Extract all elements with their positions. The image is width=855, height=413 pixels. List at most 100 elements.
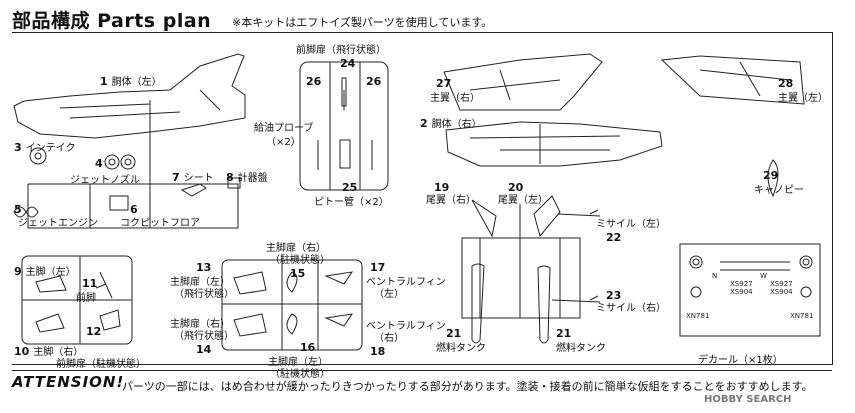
wing-left-drawing bbox=[660, 55, 805, 105]
part-label-p21b: 21 bbox=[556, 322, 571, 341]
part-label-p14: 14 bbox=[196, 338, 211, 357]
part-label-p24: 24 bbox=[340, 52, 355, 71]
part-number: 9 bbox=[14, 265, 22, 278]
part-number: 25 bbox=[342, 181, 358, 194]
part-label-p22: 22 bbox=[606, 226, 621, 245]
tail-right-drawing bbox=[471, 199, 497, 238]
part-name: ミサイル（左） bbox=[596, 219, 666, 230]
part-name: 計器盤 bbox=[237, 173, 268, 184]
part-name: 主脚（右） bbox=[33, 347, 84, 358]
main-gear-left-drawing bbox=[35, 275, 67, 293]
part-name: 燃料タンク bbox=[556, 343, 606, 354]
part-name: ピトー管（×2） bbox=[314, 197, 389, 208]
part-label-mdoor_top2: （駐機状態） bbox=[270, 248, 330, 267]
part-number: 20 bbox=[508, 181, 524, 194]
part-number: 29 bbox=[763, 169, 779, 182]
fuselage-left-drawing bbox=[13, 53, 246, 139]
decal-text-8: W bbox=[760, 272, 767, 280]
part-label-p29: 29 bbox=[763, 164, 778, 183]
part-name: 胴体（左） bbox=[111, 77, 162, 88]
part-name: ジェットエンジン bbox=[18, 218, 98, 229]
part-label-mdoor_r: 主脚扉（右） bbox=[170, 312, 230, 331]
sprue-missiles bbox=[461, 204, 581, 319]
part-label-mdoor_top: 主脚扉（右） bbox=[266, 236, 326, 255]
part-label-p12: 12 bbox=[86, 320, 101, 339]
part-label-p17c: （左） bbox=[374, 282, 404, 301]
part-name: コクピットフロア bbox=[120, 218, 200, 229]
part-name: （右） bbox=[374, 333, 404, 344]
part-number: 27 bbox=[436, 77, 452, 90]
part-number: 4 bbox=[95, 157, 103, 170]
part-label-p12b: 前脚扉（駐機状態） bbox=[56, 352, 146, 371]
gear-door-13-drawing bbox=[233, 271, 267, 295]
part-label-p17: 17 bbox=[370, 256, 385, 275]
seat-drawing bbox=[180, 183, 207, 197]
part-name: 給油プローブ bbox=[254, 123, 314, 134]
part-name: （飛行状態） bbox=[174, 331, 234, 342]
part-label-p25: 25 bbox=[342, 176, 357, 195]
part-label-p17b: ベントラルフィン bbox=[366, 270, 446, 289]
attention-title: ATTENSION! bbox=[12, 373, 125, 391]
fuselage-right-drawing bbox=[445, 121, 663, 167]
part-number: 19 bbox=[434, 181, 450, 194]
part-label-p13: 13 bbox=[196, 256, 211, 275]
part-label-probe2: （×2） bbox=[266, 130, 301, 149]
part-number: 14 bbox=[196, 343, 212, 356]
part-label-p13c: （飛行状態） bbox=[174, 282, 234, 301]
part-label-p19: 19 bbox=[434, 176, 449, 195]
part-name: ベントラルフィン bbox=[366, 321, 446, 332]
missile-left-drawing bbox=[557, 209, 601, 217]
part-label-p28b: 主翼（左） bbox=[778, 86, 828, 105]
part-number: 8 bbox=[226, 171, 234, 184]
decal-text-1: XS927 bbox=[730, 280, 753, 288]
part-name: 前脚扉（飛行状態） bbox=[296, 45, 386, 56]
part-name: 主翼（左） bbox=[778, 93, 828, 104]
page-title: 部品構成 Parts plan bbox=[12, 10, 212, 32]
vfin-17-drawing bbox=[324, 271, 354, 285]
part-number: 15 bbox=[290, 267, 306, 280]
part-label-decal: デカール（×1枚） bbox=[698, 348, 783, 367]
part-label-p6b: コクピットフロア bbox=[120, 211, 200, 230]
part-label-p20: 20 bbox=[508, 176, 523, 195]
part-name: 前脚扉（駐機状態） bbox=[56, 359, 146, 370]
part-name: 尾翼（右） bbox=[426, 195, 476, 206]
part-label-p23b: ミサイル（右） bbox=[596, 296, 666, 315]
part-label-p22b: ミサイル（左） bbox=[596, 212, 666, 231]
part-number: 13 bbox=[196, 261, 212, 274]
part-name: デカール（×1枚） bbox=[698, 355, 783, 366]
part-number: 2 bbox=[420, 117, 428, 130]
watermark: HOBBY SEARCH bbox=[704, 394, 792, 405]
part-number: 23 bbox=[606, 289, 622, 302]
sprue-center bbox=[299, 61, 389, 191]
fuel-tank-left-drawing bbox=[471, 263, 485, 344]
part-number: 16 bbox=[300, 341, 316, 354]
decal-text-6: XN781 bbox=[790, 312, 813, 320]
part-label-p27b: 主翼（右） bbox=[430, 86, 480, 105]
part-label-p5b: ジェットエンジン bbox=[18, 211, 98, 230]
nozzle-drawing bbox=[104, 154, 120, 170]
instrument-panel-drawing bbox=[227, 177, 241, 189]
attention-rule bbox=[12, 370, 832, 371]
part-label-p26a: 26 bbox=[306, 70, 321, 89]
part-number: 12 bbox=[86, 325, 102, 338]
part-number: 18 bbox=[370, 345, 386, 358]
decal-text-2: XS904 bbox=[730, 288, 753, 296]
attention-text: パーツの一部には、はめ合わせが緩かったりきつかったりする部分があります。塗装・接… bbox=[122, 380, 813, 393]
part-label-p5: 5 bbox=[14, 198, 22, 217]
part-label-p21bb: 燃料タンク bbox=[556, 336, 606, 355]
part-label-p4b: ジェットノズル bbox=[70, 168, 140, 187]
header-rule bbox=[12, 32, 832, 33]
fuel-tank-right-drawing bbox=[537, 265, 551, 344]
part-number: 6 bbox=[130, 203, 138, 216]
decal-text-4: XS904 bbox=[770, 288, 793, 296]
part-name: 主脚扉（左） bbox=[170, 277, 230, 288]
part-name: 胴体（右） bbox=[431, 119, 482, 130]
cockpit-floor-drawing bbox=[109, 195, 129, 211]
frame-bottom-rule bbox=[12, 364, 833, 365]
decal-text-5: XN781 bbox=[686, 312, 709, 320]
gear-door-15-drawing bbox=[286, 271, 298, 293]
engine-drawing bbox=[13, 206, 39, 218]
nose-door-drawing bbox=[99, 309, 121, 331]
